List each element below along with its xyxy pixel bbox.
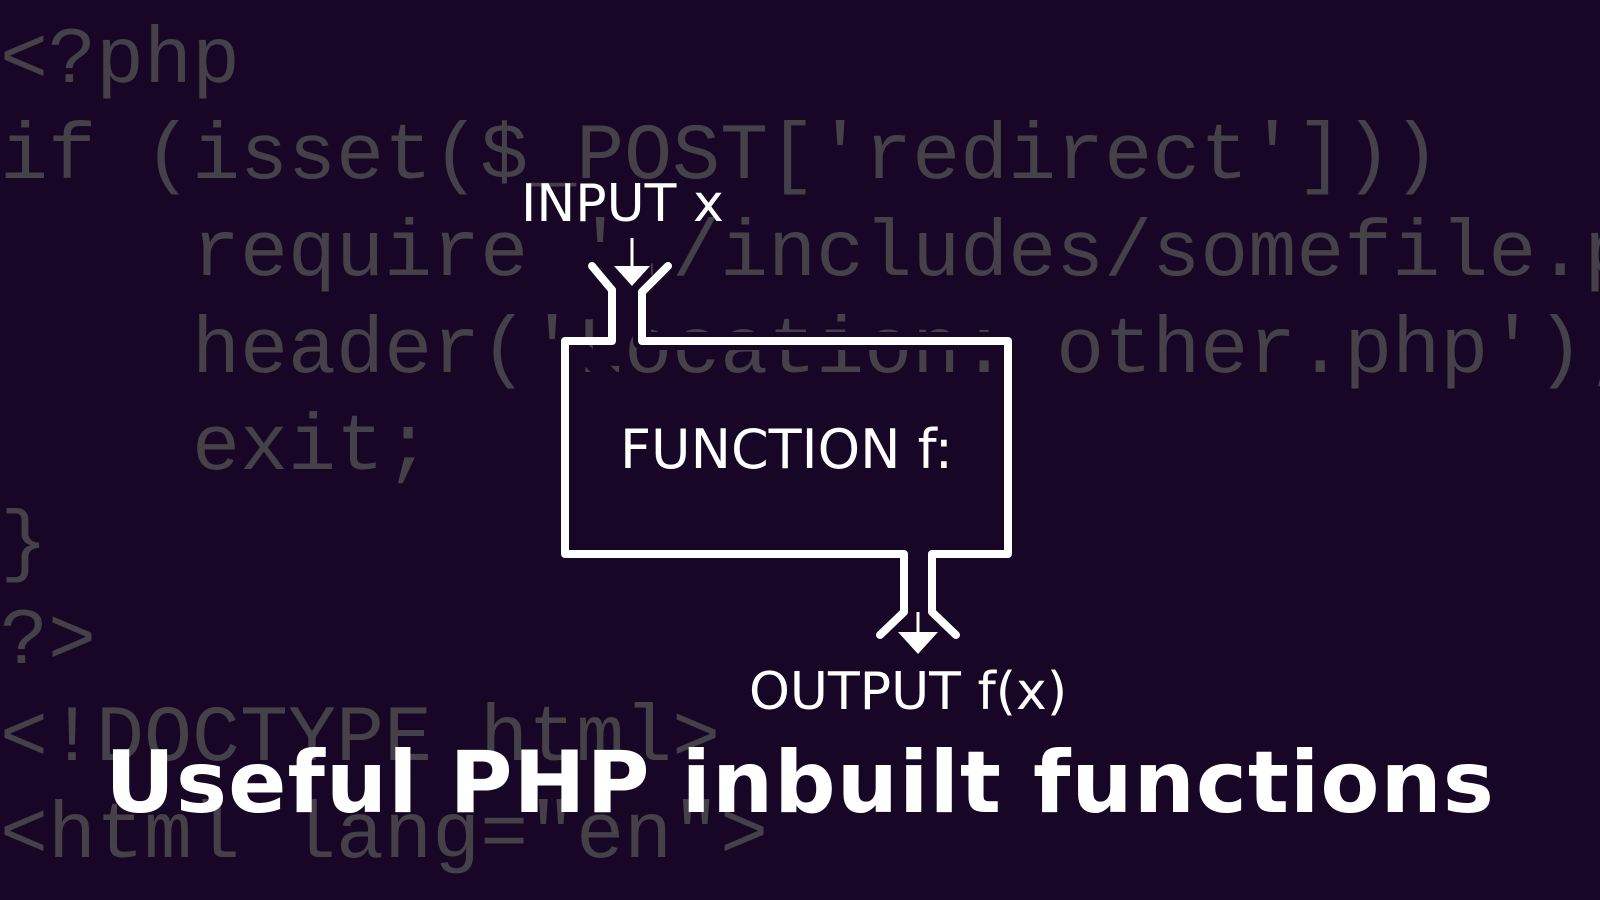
code-line: <!DOCTYPE html> [0,694,721,785]
box-right-path [638,262,1012,639]
code-line: <html lang="en"> [0,791,769,882]
code-line: require './includes/somefile.php'; [192,209,1600,300]
output-arrow-icon [898,612,938,654]
code-line: <?php [0,16,241,107]
function-box-outline [561,262,1012,639]
function-label: FUNCTION f: [620,418,953,481]
code-line: exit; [0,403,433,494]
output-label: OUTPUT f(x) [749,662,1068,722]
input-label: INPUT x [521,174,724,234]
code-line: ?> [0,597,97,688]
code-line: } [0,500,49,591]
box-left-path [561,286,908,639]
code-line: if (isset($_POST['redirect'])) [0,112,1441,203]
input-funnel-left [588,262,616,294]
input-arrow-icon [614,238,650,286]
thumbnail-title: Useful PHP inbuilt functions [105,733,1495,833]
